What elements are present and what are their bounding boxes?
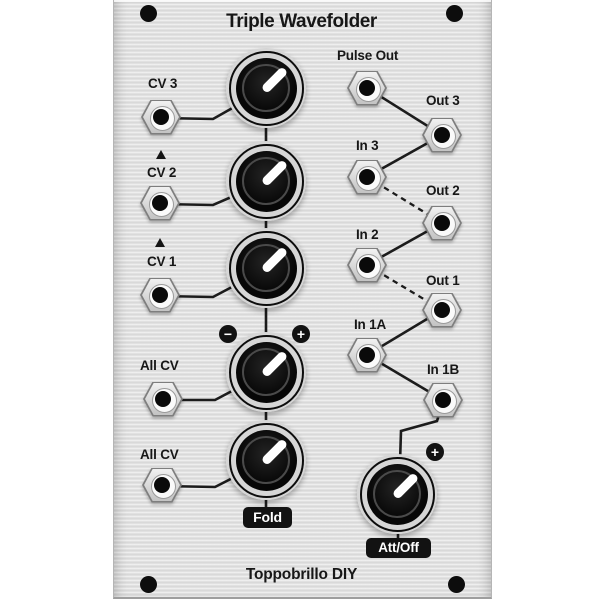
att-plus-icon: +	[426, 443, 444, 461]
knob-att-off[interactable]	[357, 454, 437, 534]
label-allcv-1: All CV	[140, 358, 179, 373]
mounting-hole-bottom-right	[447, 575, 465, 593]
jack-cv3[interactable]	[141, 99, 181, 135]
label-out2: Out 2	[426, 183, 460, 198]
mounting-hole-bottom-left	[139, 575, 157, 593]
jack-in3[interactable]	[347, 159, 387, 195]
triangle-up-icon	[155, 150, 166, 159]
knob-allcv-1[interactable]	[226, 332, 306, 412]
knob-cv1[interactable]	[226, 228, 306, 308]
page-title: Triple Wavefolder	[226, 11, 377, 32]
plus-icon: +	[292, 325, 310, 343]
label-in1a: In 1A	[354, 317, 387, 332]
jack-cv1[interactable]	[140, 277, 180, 313]
jack-out2[interactable]	[422, 205, 462, 241]
jack-in1b[interactable]	[423, 382, 463, 418]
mounting-hole-top-left	[139, 4, 157, 22]
jack-allcv-2[interactable]	[142, 467, 182, 503]
minus-icon: −	[219, 325, 237, 343]
jack-in2[interactable]	[347, 247, 387, 283]
jack-in1a[interactable]	[347, 337, 387, 373]
label-in3: In 3	[356, 138, 379, 153]
knob-allcv-2[interactable]	[226, 420, 306, 500]
label-out1: Out 1	[426, 273, 460, 288]
label-cv2: CV 2	[147, 165, 177, 180]
label-in2: In 2	[356, 227, 379, 242]
jack-cv2[interactable]	[140, 185, 180, 221]
label-allcv-2: All CV	[140, 447, 179, 462]
brand-name: Toppobrillo DIY	[245, 566, 358, 583]
att-off-tag: Att/Off	[366, 538, 431, 558]
label-pulse-out: Pulse Out	[337, 48, 399, 63]
fold-tag: Fold	[243, 507, 292, 528]
label-cv3: CV 3	[148, 76, 178, 91]
jack-pulse-out[interactable]	[347, 70, 387, 106]
label-out3: Out 3	[426, 93, 460, 108]
jack-allcv-1[interactable]	[143, 381, 183, 417]
label-cv1: CV 1	[147, 254, 177, 269]
knob-cv3[interactable]	[226, 48, 306, 128]
mounting-hole-top-right	[445, 4, 463, 22]
label-in1b: In 1B	[427, 362, 460, 377]
triangle-up-icon	[154, 238, 165, 247]
jack-out3[interactable]	[422, 117, 462, 153]
jack-out1[interactable]	[422, 292, 462, 328]
knob-cv2[interactable]	[226, 141, 306, 221]
